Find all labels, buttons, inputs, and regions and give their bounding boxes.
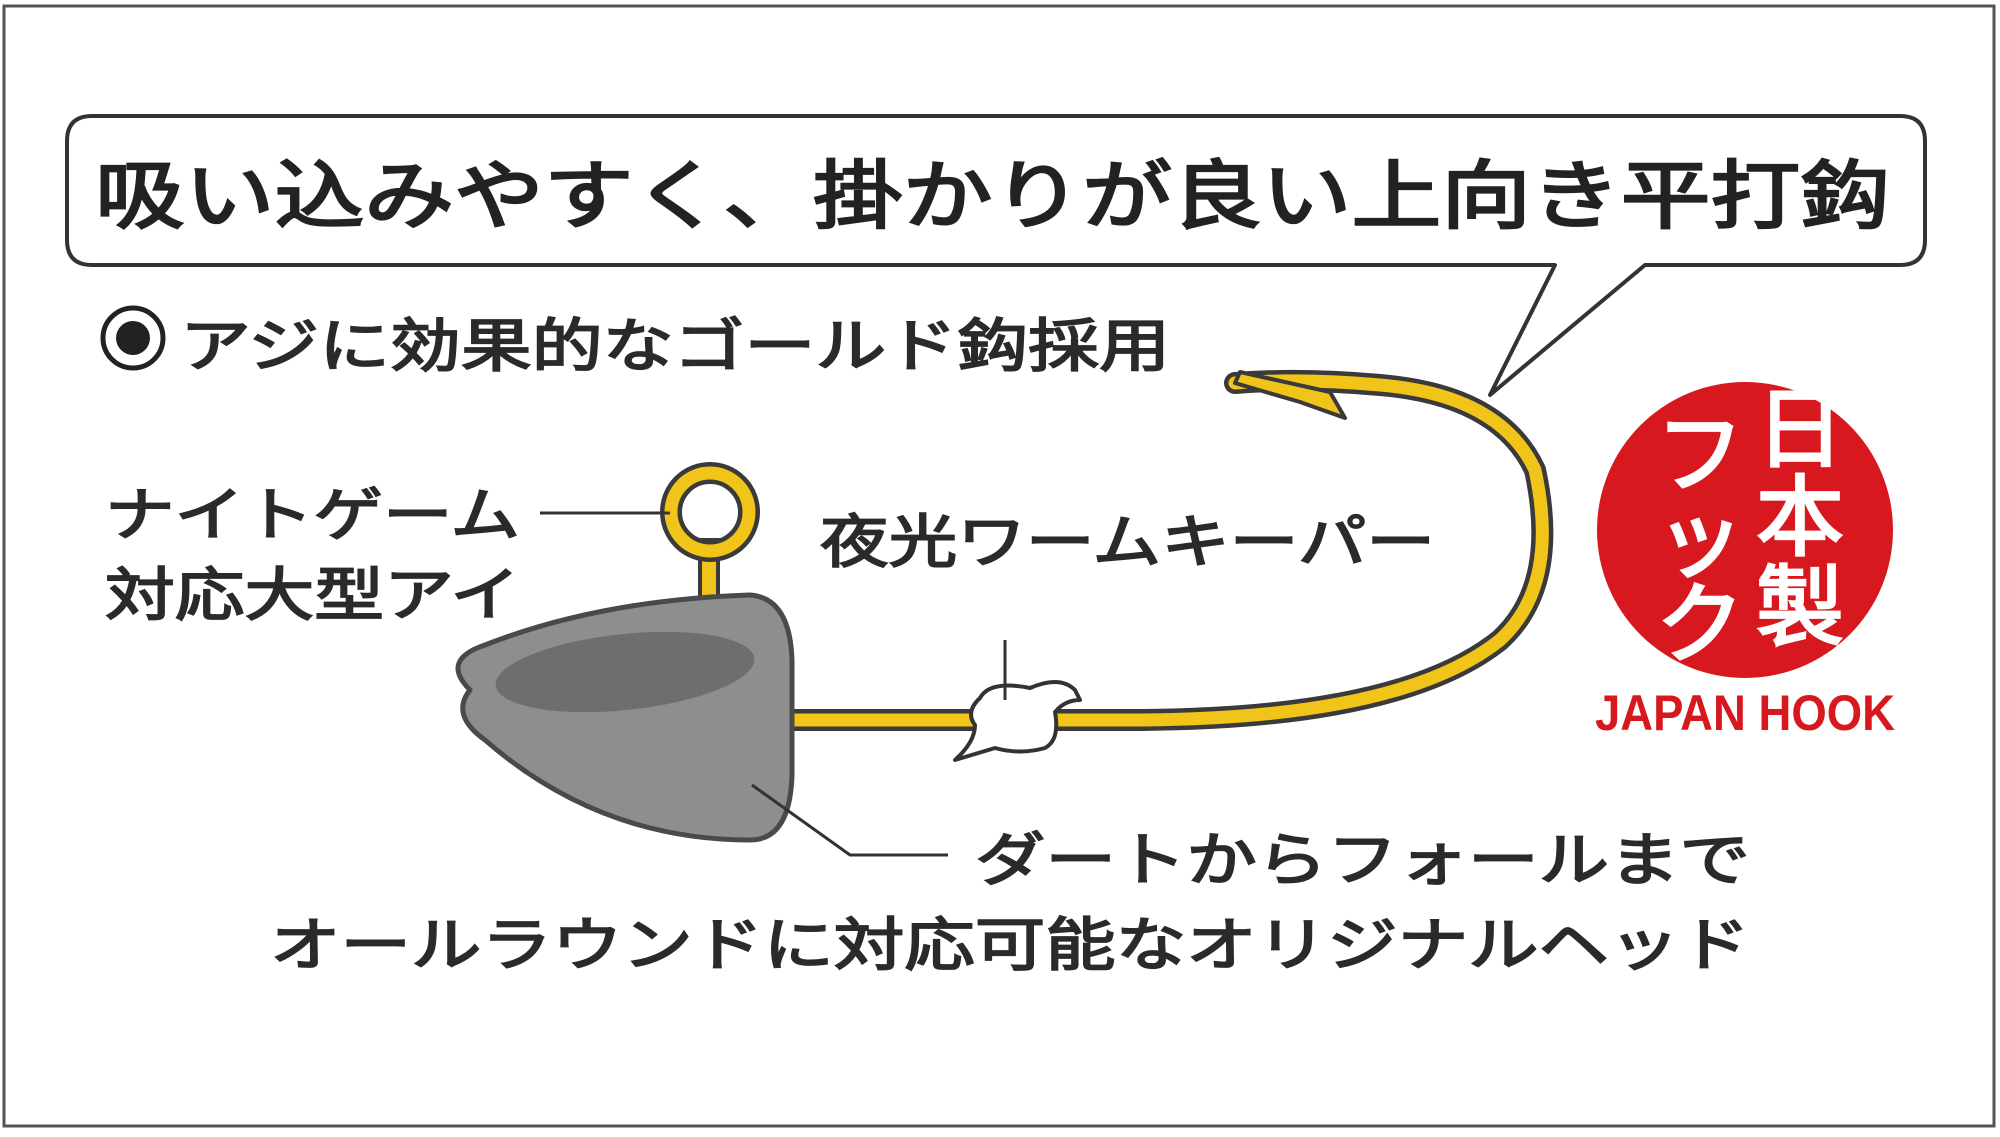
stamp-left-char-2: ッ — [1656, 488, 1744, 591]
japan-made-stamp: フ ッ ク 日 本 製 JAPAN HOOK — [1595, 378, 1895, 741]
eye-label-line2: 対応大型アイ — [105, 561, 520, 629]
stamp-right-char-1: 日 — [1756, 378, 1844, 481]
jighead-shade — [495, 631, 755, 713]
head-leader-line — [751, 783, 948, 857]
keeper-label: 夜光ワームキーパー — [819, 508, 1435, 576]
jighead — [455, 592, 795, 843]
stamp-right-char-3: 製 — [1756, 556, 1844, 659]
callout-headline: 吸い込みやすく、掛かりが良い上向き平打鈎 — [95, 152, 1890, 240]
stamp-left-char-3: ク — [1656, 573, 1744, 676]
callout-bubble: 吸い込みやすく、掛かりが良い上向き平打鈎 — [65, 114, 1927, 397]
head-label-line2: オールラウンドに対応可能なオリジナルヘッド — [270, 911, 1750, 979]
eye-label-line1: ナイトゲーム — [105, 481, 520, 549]
feature-note-text: アジに効果的なゴールド鈎採用 — [180, 312, 1170, 380]
hook-barb — [1233, 370, 1347, 420]
bullet-dot-icon — [116, 321, 150, 355]
stamp-right-char-2: 本 — [1756, 466, 1844, 569]
feature-note: アジに効果的なゴールド鈎採用 — [100, 305, 1170, 380]
stamp-circle — [1597, 382, 1893, 678]
stamp-caption: JAPAN HOOK — [1595, 685, 1895, 741]
head-label-line1: ダートからフォールまで — [975, 826, 1750, 894]
worm-keeper — [953, 640, 1082, 762]
stamp-left-char-1: フ — [1656, 403, 1744, 506]
hook-illustration — [769, 369, 1554, 731]
